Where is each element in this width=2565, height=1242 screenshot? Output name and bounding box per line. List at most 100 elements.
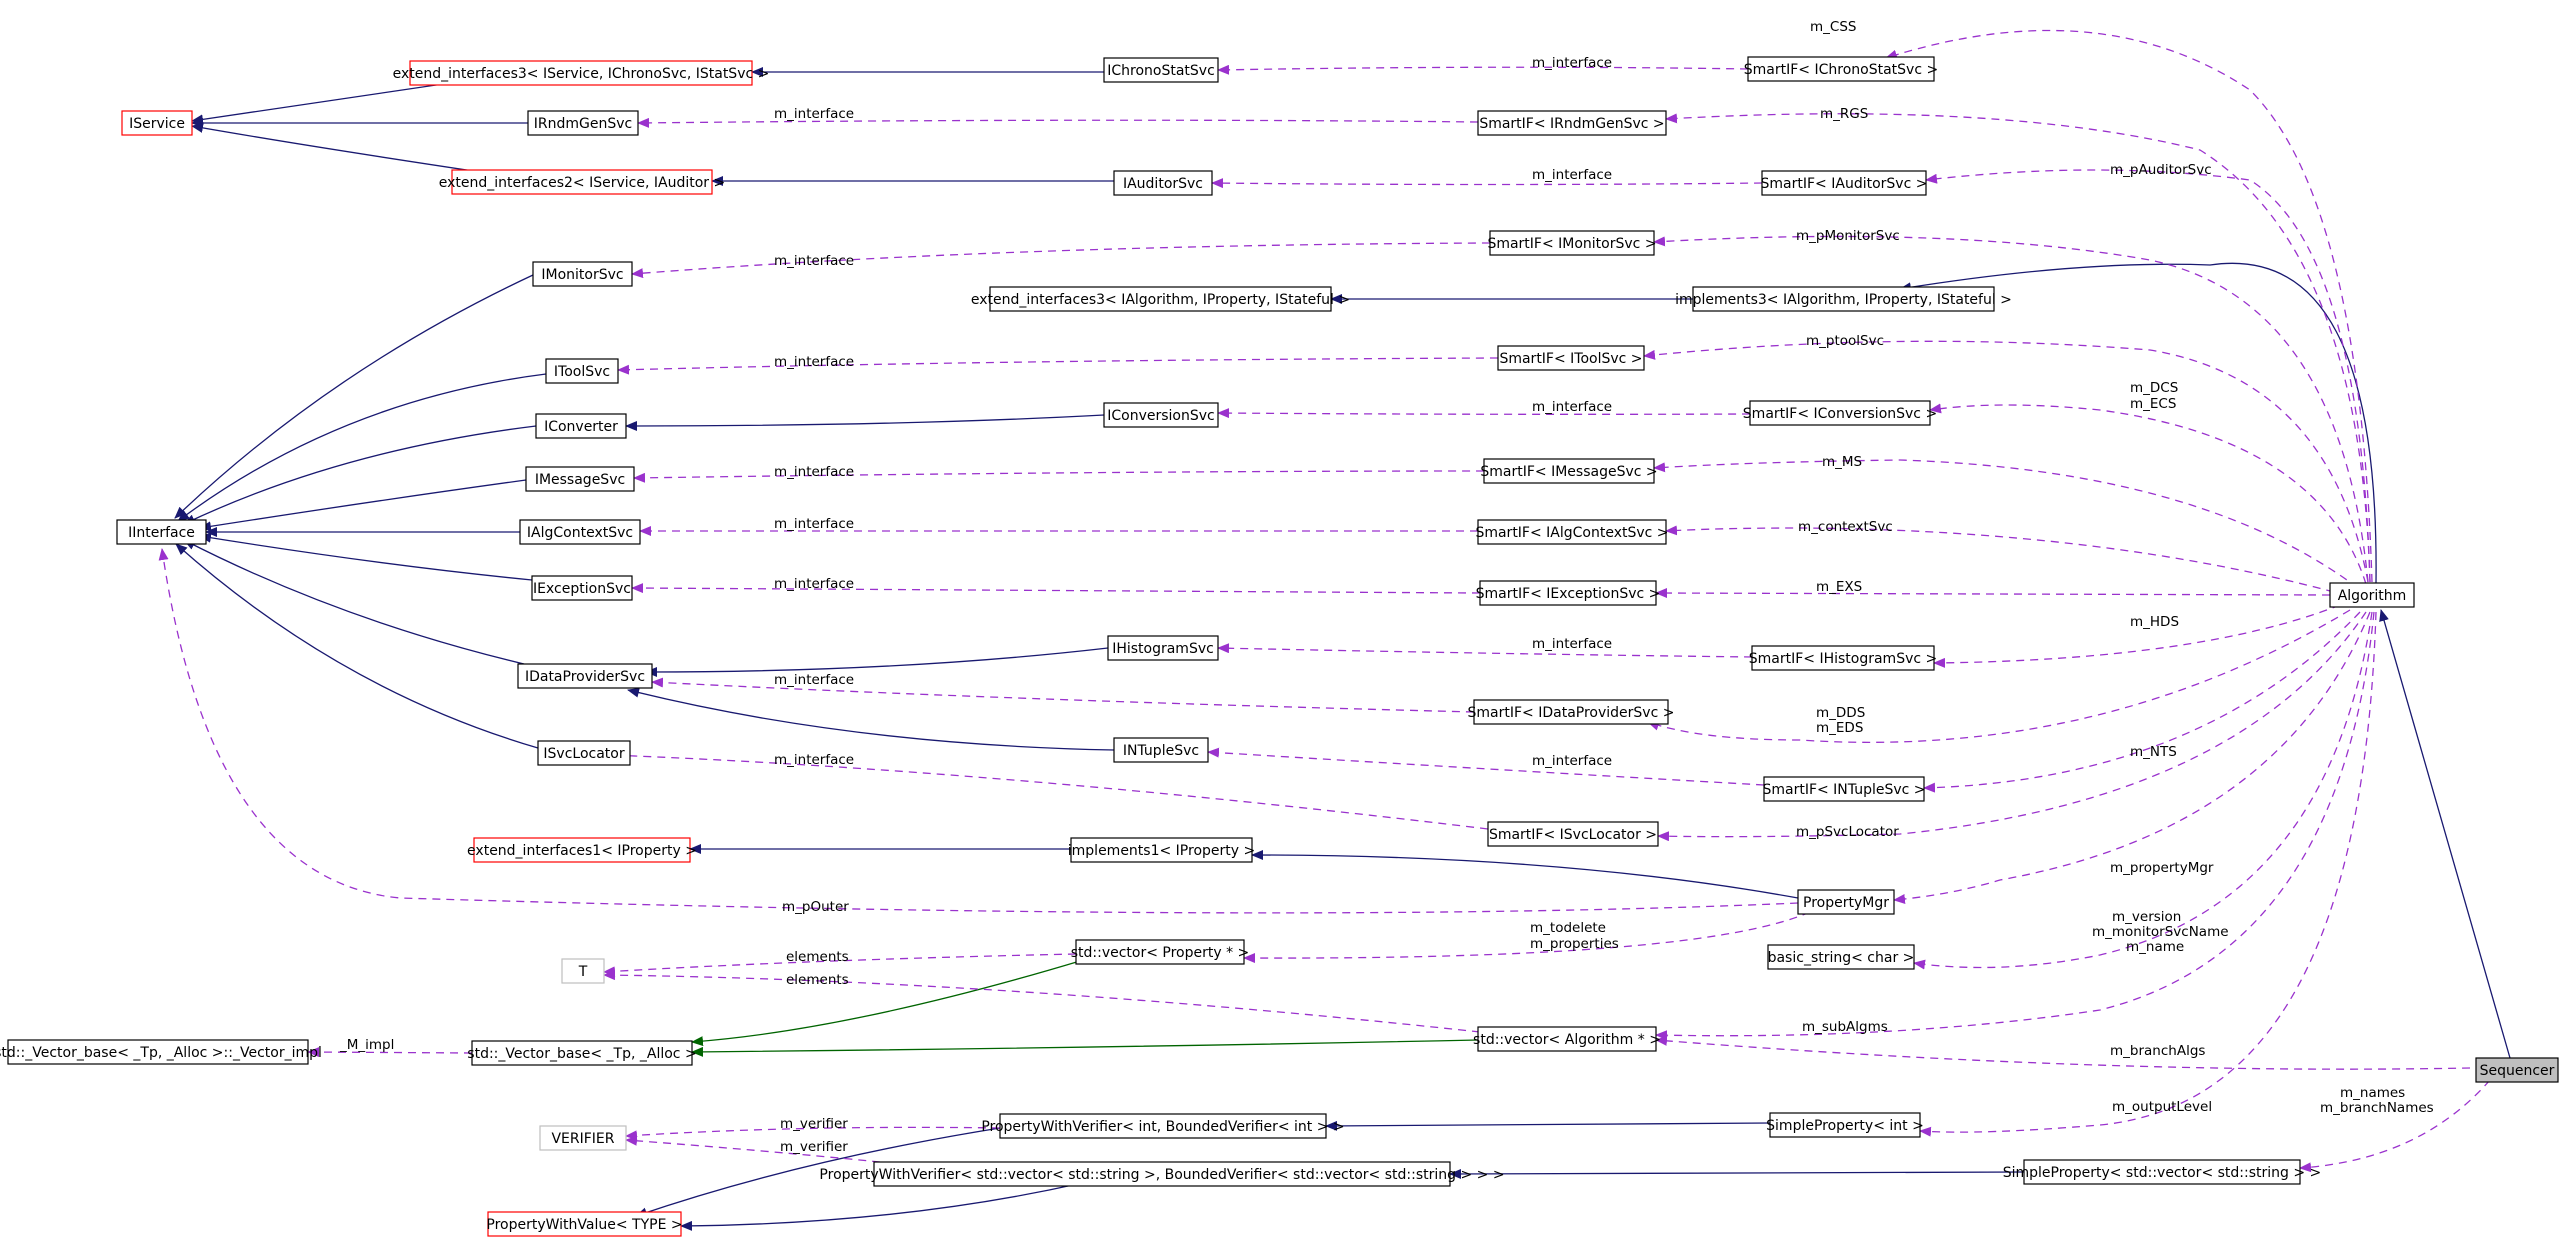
node-label: PropertyWithVerifier< int, BoundedVerifi… [981, 1119, 1344, 1135]
node-box [1473, 699, 1669, 725]
node-iinterface[interactable]: IInterface [116, 519, 207, 545]
edge-use-algorithm-smartif-histogram [1933, 604, 2341, 668]
label-verifier-1: m_verifier [780, 1116, 848, 1132]
node-label: SmartIF< IChronoStatSvc > [1744, 62, 1938, 78]
node-box [1477, 110, 1667, 136]
node-irndmgensvc[interactable]: IRndmGenSvc [527, 110, 639, 136]
edge-pwvint-inherits-pwvalue [635, 1127, 1001, 1218]
node-box [1107, 635, 1219, 661]
node-vector-impl[interactable]: std::_Vector_base< _Tp, _Alloc >::_Vecto… [0, 1039, 322, 1065]
node-smartif-auditor[interactable]: SmartIF< IAuditorSvc > [1761, 170, 1928, 196]
node-ext3-service-chrono-stat: extend_interfaces3< IService, IChronoSvc… [393, 60, 770, 86]
node-iconversionsvc[interactable]: IConversionSvc [1103, 402, 1219, 428]
edge-use-sequencer-simplevec [2299, 1079, 2491, 1173]
node-box [517, 663, 653, 689]
node-smartif-svclocator[interactable]: SmartIF< ISvcLocator > [1487, 821, 1659, 847]
node-implements1-property[interactable]: implements1< IProperty > [1068, 837, 1255, 863]
node-simpleproperty-int[interactable]: SimpleProperty< int > [1766, 1112, 1924, 1138]
label-pauditorsvc: m_pAuditorSvc [2110, 162, 2212, 178]
node-label: PropertyWithValue< TYPE > [486, 1217, 682, 1233]
node-vector-algorithm[interactable]: std::vector< Algorithm * > [1473, 1026, 1661, 1052]
node-smartif-algcontext[interactable]: SmartIF< IAlgContextSvc > [1475, 519, 1669, 545]
node-box [1113, 170, 1213, 196]
node-implements3-algorithm[interactable]: implements3< IAlgorithm, IProperty, ISta… [1675, 286, 2012, 312]
node-isvclocator[interactable]: ISvcLocator [537, 740, 631, 766]
node-label: IAuditorSvc [1123, 176, 1203, 192]
node-pwv-string[interactable]: PropertyWithVerifier< std::vector< std::… [819, 1161, 1505, 1187]
node-smartif-histogram[interactable]: SmartIF< IHistogramSvc > [1749, 645, 1938, 671]
node-box [1477, 519, 1667, 545]
node-box [873, 1161, 1451, 1187]
node-imessagesvc[interactable]: IMessageSvc [525, 466, 635, 492]
node-pwv-int[interactable]: PropertyWithVerifier< int, BoundedVerifi… [981, 1113, 1345, 1139]
edge-use-propertymgr-iinterface [158, 548, 1799, 914]
edge-ext3-inherits-iservice [191, 79, 471, 125]
node-box [527, 110, 639, 136]
node-label: PropertyWithVerifier< std::vector< std::… [819, 1167, 1504, 1183]
node-smartif-conversion[interactable]: SmartIF< IConversionSvc > [1743, 400, 1937, 426]
node-algorithm[interactable]: Algorithm [2329, 582, 2415, 608]
node-imonitorsvc[interactable]: IMonitorSvc [532, 261, 633, 287]
node-box [7, 1039, 309, 1065]
node-label: VERIFIER [551, 1131, 614, 1147]
node-box [1489, 230, 1655, 256]
node-ihistogramsvc[interactable]: IHistogramSvc [1107, 635, 1219, 661]
node-iconverter[interactable]: IConverter [535, 413, 627, 439]
node-smartif-message[interactable]: SmartIF< IMessageSvc > [1480, 458, 1658, 484]
node-idataprovidersvc[interactable]: IDataProviderSvc [517, 663, 653, 689]
node-label: Sequencer [2480, 1063, 2555, 1079]
edge-imessagesvc-inherits-iinterface [199, 479, 527, 532]
node-box [116, 519, 207, 545]
edge-pwvstring-inherits-pwvalue [680, 1182, 1083, 1231]
edge-ihistogramsvc-inherits-idataprovider [645, 647, 1109, 677]
node-label: Algorithm [2338, 588, 2407, 604]
node-label: INTupleSvc [1123, 743, 1199, 759]
node-ext2-service-auditor: extend_interfaces2< IService, IAuditor > [439, 169, 725, 195]
label-psvclocator: m_pSvcLocator [1796, 824, 1899, 840]
node-vector-base[interactable]: std::_Vector_base< _Tp, _Alloc > [467, 1040, 697, 1066]
label-eds: m_EDS [1816, 720, 1863, 736]
node-itoolsvc[interactable]: IToolSvc [545, 358, 619, 384]
label-verifier-2: m_verifier [780, 1139, 848, 1155]
node-propertymgr[interactable]: PropertyMgr [1797, 889, 1895, 915]
node-sequencer[interactable]: Sequencer [2475, 1057, 2559, 1083]
label-ecs: m_ECS [2130, 396, 2176, 412]
node-smartif-dataprovider[interactable]: SmartIF< IDataProviderSvc > [1468, 699, 1675, 725]
label-interface-svclocator: m_interface [774, 752, 854, 768]
node-smartif-chronostat[interactable]: SmartIF< IChronoStatSvc > [1744, 56, 1938, 82]
node-ialgcontextsvc[interactable]: IAlgContextSvc [519, 519, 641, 545]
node-box [532, 261, 633, 287]
edge-use-smartif-exception-iexception [631, 583, 1481, 594]
node-intuplesvc[interactable]: INTupleSvc [1113, 737, 1209, 763]
node-iauditorsvc[interactable]: IAuditorSvc [1113, 170, 1213, 196]
label-dds: m_DDS [1816, 705, 1865, 721]
node-ext3-algorithm[interactable]: extend_interfaces3< IAlgorithm, IPropert… [971, 286, 1350, 312]
edge-propertymgr-inherits-implements1 [1251, 850, 1799, 899]
node-box [1070, 837, 1253, 863]
node-ichronostatsvc[interactable]: IChronoStatSvc [1103, 57, 1219, 83]
node-label: SmartIF< IMonitorSvc > [1487, 236, 1656, 252]
node-vector-property[interactable]: std::vector< Property * > [1071, 939, 1250, 965]
node-smartif-exception[interactable]: SmartIF< IExceptionSvc > [1476, 580, 1661, 606]
node-simpleproperty-vector[interactable]: SimpleProperty< std::vector< std::string… [2003, 1159, 2322, 1185]
node-box [1103, 402, 1219, 428]
label-elements-2: elements [786, 972, 849, 988]
node-smartif-toolsvc[interactable]: SmartIF< IToolSvc > [1497, 345, 1645, 371]
node-label: SimpleProperty< std::vector< std::string… [2003, 1165, 2322, 1181]
node-label: extend_interfaces3< IService, IChronoSvc… [393, 66, 770, 82]
node-smartif-rndmgen[interactable]: SmartIF< IRndmGenSvc > [1477, 110, 1667, 136]
node-box [1761, 170, 1927, 196]
node-box [487, 1211, 682, 1237]
node-smartif-ntuple[interactable]: SmartIF< INTupleSvc > [1762, 776, 1926, 802]
node-iexceptionsvc[interactable]: IExceptionSvc [531, 575, 633, 601]
label-hds: m_HDS [2130, 614, 2179, 630]
label-dcs: m_DCS [2130, 380, 2178, 396]
node-basic-string[interactable]: basic_string< char > [1767, 944, 1915, 970]
edge-isvclocator-inherits-iinterface [175, 543, 539, 749]
label-elements-1: elements [786, 949, 849, 965]
node-label: IConversionSvc [1107, 408, 1215, 424]
node-label: IChronoStatSvc [1107, 63, 1215, 79]
edge-use-algorithm-basicstring [1913, 611, 2373, 970]
node-smartif-monitor[interactable]: SmartIF< IMonitorSvc > [1487, 230, 1657, 256]
